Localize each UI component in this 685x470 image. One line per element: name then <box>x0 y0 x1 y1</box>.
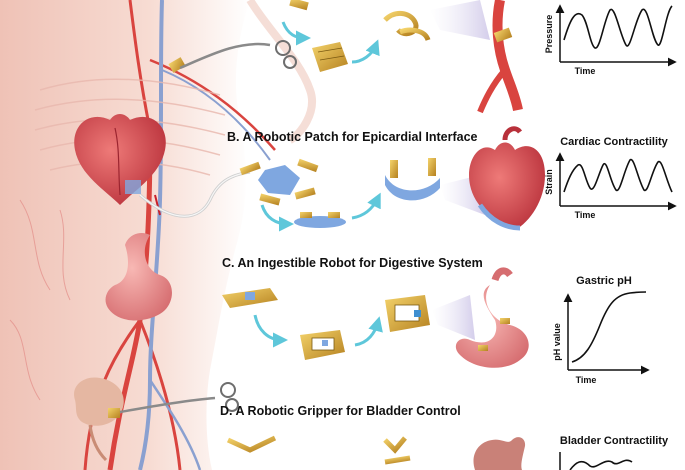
curved-arrow-icon <box>253 314 288 348</box>
robot-strip-a1 <box>289 0 309 11</box>
blood-vessel-organ <box>477 0 523 114</box>
curved-arrow-icon <box>354 316 383 347</box>
capillary-network <box>9 199 71 401</box>
arm-artery <box>149 58 276 151</box>
robot-patch-icon <box>312 42 348 72</box>
forceps-icon-bladder <box>119 382 239 414</box>
plot-pressure-ylabel: Pressure <box>544 15 554 54</box>
bladder-organ-detail <box>473 437 526 470</box>
section-b <box>239 126 545 232</box>
plot-gastric-xlabel: Time <box>576 375 597 385</box>
robot-capsule-icon <box>385 295 430 332</box>
plot-cardiac-xlabel: Time <box>575 210 596 220</box>
shoulder-contour <box>246 0 316 144</box>
neck-artery <box>128 0 152 131</box>
plot-bladder-title: Bladder Contractility <box>560 435 669 447</box>
section-d <box>226 435 526 470</box>
plot-bladder: Bladder Contractility <box>559 435 669 470</box>
plot-cardiac-ylabel: Strain <box>544 169 554 195</box>
heart-organ <box>74 114 166 205</box>
heart-organ-detail <box>469 126 545 231</box>
curved-arrow-icon <box>260 204 294 232</box>
section-a <box>281 0 523 114</box>
robot-gripper-flat-icon <box>226 435 277 470</box>
robot-patch-curved-icon <box>385 158 440 201</box>
robot-folded-icon <box>300 330 345 360</box>
catheter-cable-heart <box>139 170 251 218</box>
light-beam <box>430 0 490 40</box>
torso-silhouette <box>0 0 250 470</box>
implant-marker-bladder <box>108 408 120 418</box>
implant-marker-arm <box>168 57 186 73</box>
plot-bladder-curve <box>569 459 633 470</box>
plot-gastric-ylabel: pH value <box>552 323 562 361</box>
human-body <box>0 0 316 470</box>
section-c <box>222 267 529 368</box>
robot-sheet-icon <box>222 288 278 308</box>
plot-gastric-title: Gastric pH <box>576 275 632 287</box>
robot-patch-icon <box>239 158 319 206</box>
plot-pressure-xlabel: Time <box>575 66 596 76</box>
robot-gripper-folded-icon <box>383 436 411 470</box>
robot-patch-flat-icon <box>294 212 346 228</box>
stomach-organ-detail <box>455 267 529 368</box>
plot-cardiac: Cardiac Contractility Strain Time <box>544 136 677 220</box>
light-beam <box>432 295 475 340</box>
curved-arrow-icon <box>351 192 381 220</box>
plot-gastric-curve <box>571 291 647 363</box>
plot-pressure-curve <box>563 5 673 49</box>
robot-coil-icon <box>383 11 431 42</box>
section-b-title: B. A Robotic Patch for Epicardial Interf… <box>227 130 478 144</box>
plot-pressure: Pressure Time <box>544 4 677 76</box>
vein-branch <box>148 379 202 470</box>
forceps-icon <box>179 40 297 70</box>
section-d-title: D. A Robotic Gripper for Bladder Control <box>220 404 461 418</box>
stomach-organ <box>105 233 172 321</box>
implant-marker-heart <box>125 180 161 216</box>
plot-gastric: Gastric pH pH value Time <box>552 275 650 385</box>
curved-arrow-icon <box>351 39 380 64</box>
artery-branch-right <box>138 319 182 470</box>
plot-cardiac-curve <box>563 158 673 193</box>
arm-vein <box>161 69 271 161</box>
plot-cardiac-title: Cardiac Contractility <box>560 136 668 148</box>
section-c-title: C. An Ingestible Robot for Digestive Sys… <box>222 256 483 270</box>
curved-arrow-icon <box>281 21 311 46</box>
